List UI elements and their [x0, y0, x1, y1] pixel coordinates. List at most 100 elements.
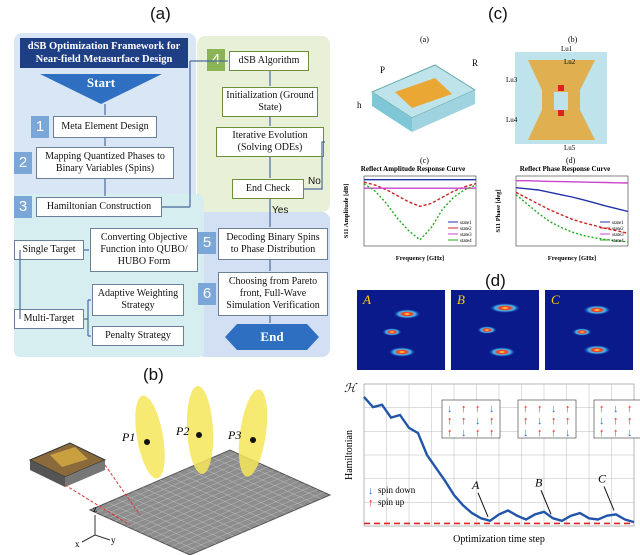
dim-R: R [472, 58, 478, 68]
hamiltonian-chart: ↓↑↑↓↑↑↓↑↑↓↑↑↑↑↓↑↑↓↑↑↓↑↑↓↑↓↑↑↓↑↑↓↑↑↓↑ABCℋ… [344, 381, 640, 545]
metasurface-illustration: P1 P2 P3 z y x [28, 386, 332, 555]
iterative-box: Iterative Evolution (Solving ODEs) [216, 127, 324, 157]
spin-arrow: ↓ [447, 403, 453, 415]
spin-arrow: ↑ [523, 403, 529, 415]
end-check-box: End Check [232, 179, 304, 199]
chart-1-legend-state3: state3 [612, 233, 624, 238]
spin-arrow: ↓ [551, 403, 557, 415]
chart-1-series-state4 [515, 194, 629, 243]
chart-1-legend-state1: state1 [612, 221, 624, 226]
spin-arrow: ↑ [599, 427, 605, 439]
ham-ysymbol: ℋ [344, 381, 358, 395]
flow-title: dSB Optimization Framework for Near-fiel… [20, 38, 188, 68]
spin-arrow: ↑ [447, 427, 453, 439]
spin-arrow: ↓ [565, 427, 571, 439]
init-box: Initialization (Ground State) [222, 87, 318, 117]
start-label: Start [86, 75, 116, 90]
spin-arrow: ↑ [461, 403, 467, 415]
chart-0-title: Reflect Amplitude Response Curve [361, 165, 465, 173]
chart-0-series-state2 [363, 181, 477, 208]
chart-1-ylabel: S11 Phase [deg] [495, 189, 502, 232]
dim-lu2: Lu2 [564, 58, 576, 66]
legend-spin-up: spin up [378, 497, 405, 507]
marker-label-0: A [471, 478, 480, 492]
adaptive-box: Adaptive Weighting Strategy [92, 284, 184, 316]
step-6-num: 6 [198, 283, 216, 305]
spin-arrow: ↓ [599, 415, 605, 427]
chart-0-legend-state1: state1 [460, 221, 472, 226]
spin-grid-1 [517, 399, 577, 439]
spin-arrow: ↑ [599, 403, 605, 415]
flow-connectors [19, 60, 325, 337]
step-1-num: 1 [31, 116, 49, 138]
dim-lu4: Lu4 [506, 116, 518, 124]
chart-1-title: Reflect Phase Response Curve [520, 165, 610, 173]
marker-arrow-1 [540, 490, 552, 515]
single-target-box: Single Target [14, 240, 84, 260]
multi-target-box: Multi-Target [14, 309, 84, 329]
marker-label-1: B [535, 475, 543, 489]
end-label: End [260, 329, 284, 344]
chart-0-ylabel: S11 Amplitude [dB] [343, 184, 350, 239]
ham-ylabel: Hamiltonian [344, 430, 355, 480]
spin-arrow: ↑ [475, 403, 481, 415]
step-2-box: Mapping Quantized Phases to Binary Varia… [36, 147, 174, 179]
chart-0-series-state4 [363, 183, 477, 241]
marker-arrow-0 [477, 492, 489, 518]
chart-0-legend-state3: state3 [460, 233, 472, 238]
step-5-num: 5 [198, 232, 216, 254]
ham-xlabel: Optimization time step [453, 534, 545, 545]
step-4-num: 4 [207, 49, 225, 71]
dim-P: P [380, 65, 385, 75]
spin-arrow: ↓ [523, 427, 529, 439]
spin-arrow: ↑ [613, 415, 619, 427]
spin-arrow: ↓ [475, 415, 481, 427]
step-4-box: dSB Algorithm [229, 51, 309, 71]
panel-label-c: (c) [488, 4, 508, 23]
chart-0-legend-state4: state4 [460, 239, 472, 244]
spin-arrow: ↑ [461, 415, 467, 427]
penalty-box: Penalty Strategy [92, 326, 184, 346]
panel-label-d: (d) [485, 271, 506, 290]
spin-arrow: ↑ [537, 403, 543, 415]
spin-grid-2 [593, 399, 640, 439]
point-p3: P3 [227, 428, 241, 442]
spin-arrow: ↑ [551, 415, 557, 427]
element-figure: (a) (b) P R h Lu1 Lu2 Lu3 Lu4 Lu5 (c) (d… [357, 35, 607, 165]
beam-2 [186, 386, 214, 474]
chart-0-legend-state2: state2 [460, 227, 472, 232]
start-shape [40, 74, 162, 104]
legend-spin-down: spin down [378, 485, 416, 495]
dim-lu1: Lu1 [561, 45, 573, 53]
point-p1: P1 [121, 430, 135, 444]
sub-c: (c) [420, 156, 429, 165]
spin-arrow: ↑ [565, 403, 571, 415]
dim-h: h [357, 100, 362, 110]
sub-b: (b) [568, 35, 578, 44]
spin-arrow: ↑ [537, 427, 543, 439]
chart-0-xlabel: Frequency [GHz] [396, 255, 444, 262]
spin-arrow: ↓ [627, 427, 633, 439]
legend-spin-down-arrow: ↓ [368, 485, 374, 497]
spin-arrow: ↑ [523, 415, 529, 427]
converting-box: Converting Objective Function into QUBO/… [90, 228, 198, 272]
spin-arrow: ↑ [475, 427, 481, 439]
spin-arrow: ↑ [489, 415, 495, 427]
beam-3 [238, 389, 268, 477]
step-6-box: Choosing from Pareto front, Full-Wave Si… [218, 272, 328, 316]
heatmap-label-b: B [457, 292, 465, 307]
spin-arrow: ↑ [447, 415, 453, 427]
chart-1-series-state3 [516, 180, 629, 184]
spin-arrow: ↑ [627, 403, 633, 415]
dim-lu5: Lu5 [564, 144, 576, 152]
point-p2: P2 [175, 424, 189, 438]
sub-d: (d) [566, 156, 576, 165]
spin-arrow: ↑ [565, 415, 571, 427]
panel-label-a: (a) [150, 4, 171, 23]
dim-lu3: Lu3 [506, 76, 518, 84]
spin-arrow: ↓ [489, 403, 495, 415]
marker-arrow-2 [603, 486, 615, 511]
legend-spin-up-arrow: ↑ [368, 497, 374, 509]
axis-z: z [93, 504, 97, 514]
end-shape [225, 324, 319, 350]
